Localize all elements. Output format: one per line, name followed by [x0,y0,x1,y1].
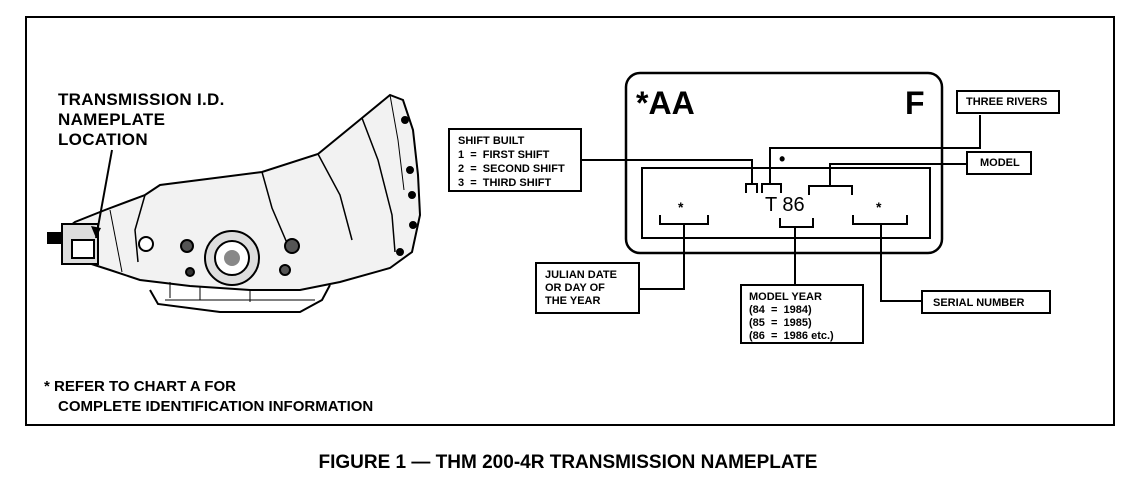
nameplate-plant-letter: F [905,85,925,121]
serial-mark: * [876,199,882,215]
model-year-box: MODEL YEAR (84 = 1984) (85 = 1985) (86 =… [740,284,864,344]
model-year-line-3: (85 = 1985) [749,317,812,329]
year-code: T 86 [765,194,805,216]
nameplate-code: *AA [636,85,695,121]
three-rivers-label: THREE RIVERS [966,96,1048,108]
location-label-line-1: TRANSMISSION I.D. [58,90,225,109]
footnote-line-1: * REFER TO CHART A FOR [44,378,236,395]
serial-number-label: SERIAL NUMBER [933,297,1025,309]
shift-built-line-1: SHIFT BUILT [458,135,525,147]
location-label-line-3: LOCATION [58,130,148,149]
model-label: MODEL [980,157,1020,169]
location-leader [95,149,113,239]
location-label-line-2: NAMEPLATE [58,110,166,129]
nameplate-inner-panel [641,167,931,239]
three-rivers-box: THREE RIVERS [956,90,1060,114]
julian-date-box: JULIAN DATE OR DAY OF THE YEAR [535,262,640,314]
julian-date-mark: * [678,199,684,215]
model-year-line-4: (86 = 1986 etc.) [749,330,834,342]
julian-date-line-3: THE YEAR [545,295,601,307]
julian-date-line-2: OR DAY OF [545,282,605,294]
model-box: MODEL [966,151,1032,175]
figure-frame [25,16,1115,426]
location-arrowhead [91,226,101,238]
leader-lines [581,115,981,302]
shift-built-line-2: 1 = FIRST SHIFT [458,149,550,161]
model-year-line-1: MODEL YEAR [749,291,822,303]
shift-built-line-3: 2 = SECOND SHIFT [458,163,565,175]
figure-caption: FIGURE 1 — THM 200-4R TRANSMISSION NAMEP… [318,452,818,473]
shift-built-box: SHIFT BUILT 1 = FIRST SHIFT 2 = SECOND S… [448,128,582,192]
nameplate-dot: • [779,149,786,169]
julian-date-line-1: JULIAN DATE [545,269,617,281]
model-year-line-2: (84 = 1984) [749,304,812,316]
footnote-line-2: COMPLETE IDENTIFICATION INFORMATION [58,398,374,415]
transmission-illustration [47,93,422,313]
shift-built-line-4: 3 = THIRD SHIFT [458,177,552,189]
serial-number-box: SERIAL NUMBER [921,290,1051,314]
